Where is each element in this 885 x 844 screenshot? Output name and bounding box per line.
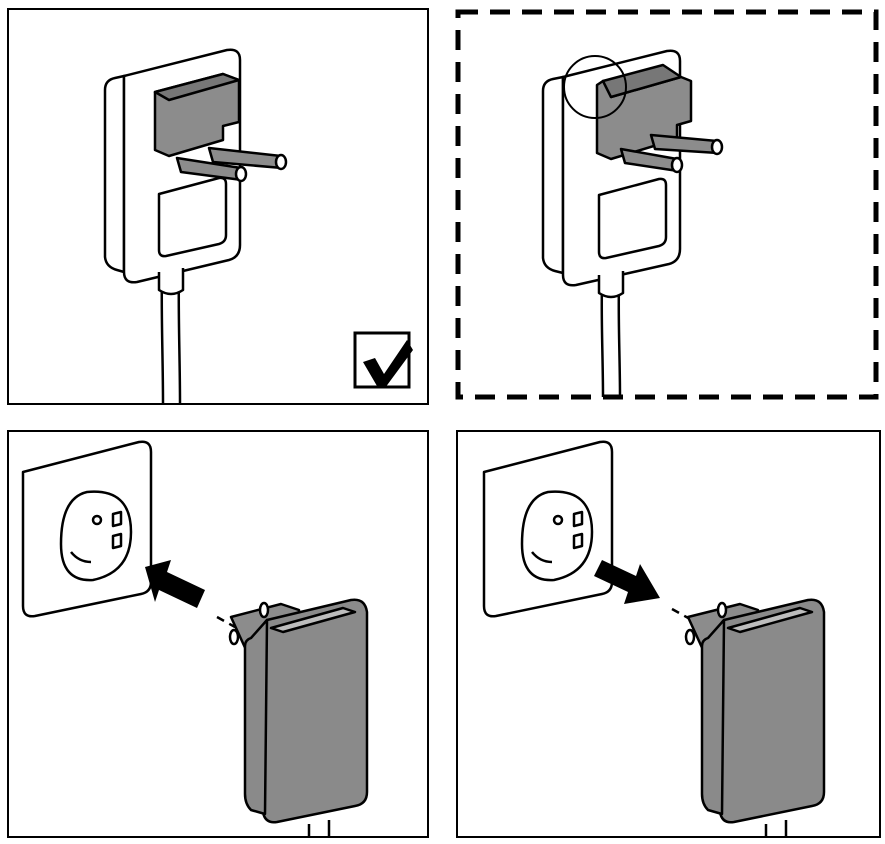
adapter-correct-illustration — [103, 48, 413, 403]
insert-socket-illustration — [21, 440, 369, 836]
remove-socket-illustration — [482, 440, 826, 836]
adapter-icon — [228, 598, 369, 836]
arrow-icon — [594, 560, 660, 604]
adapter-icon — [684, 598, 826, 836]
arrow-icon — [145, 560, 205, 608]
panel-insert-socket — [7, 430, 429, 838]
wall-socket-icon — [482, 440, 614, 618]
panel-remove-socket — [456, 430, 881, 838]
wall-socket-icon — [21, 440, 153, 618]
adapter-incorrect-illustration — [455, 9, 879, 400]
panel-plug-correct — [7, 8, 429, 405]
circle-icon — [563, 55, 627, 119]
checkmark-icon — [353, 331, 413, 389]
panel-plug-incorrect — [455, 9, 880, 400]
